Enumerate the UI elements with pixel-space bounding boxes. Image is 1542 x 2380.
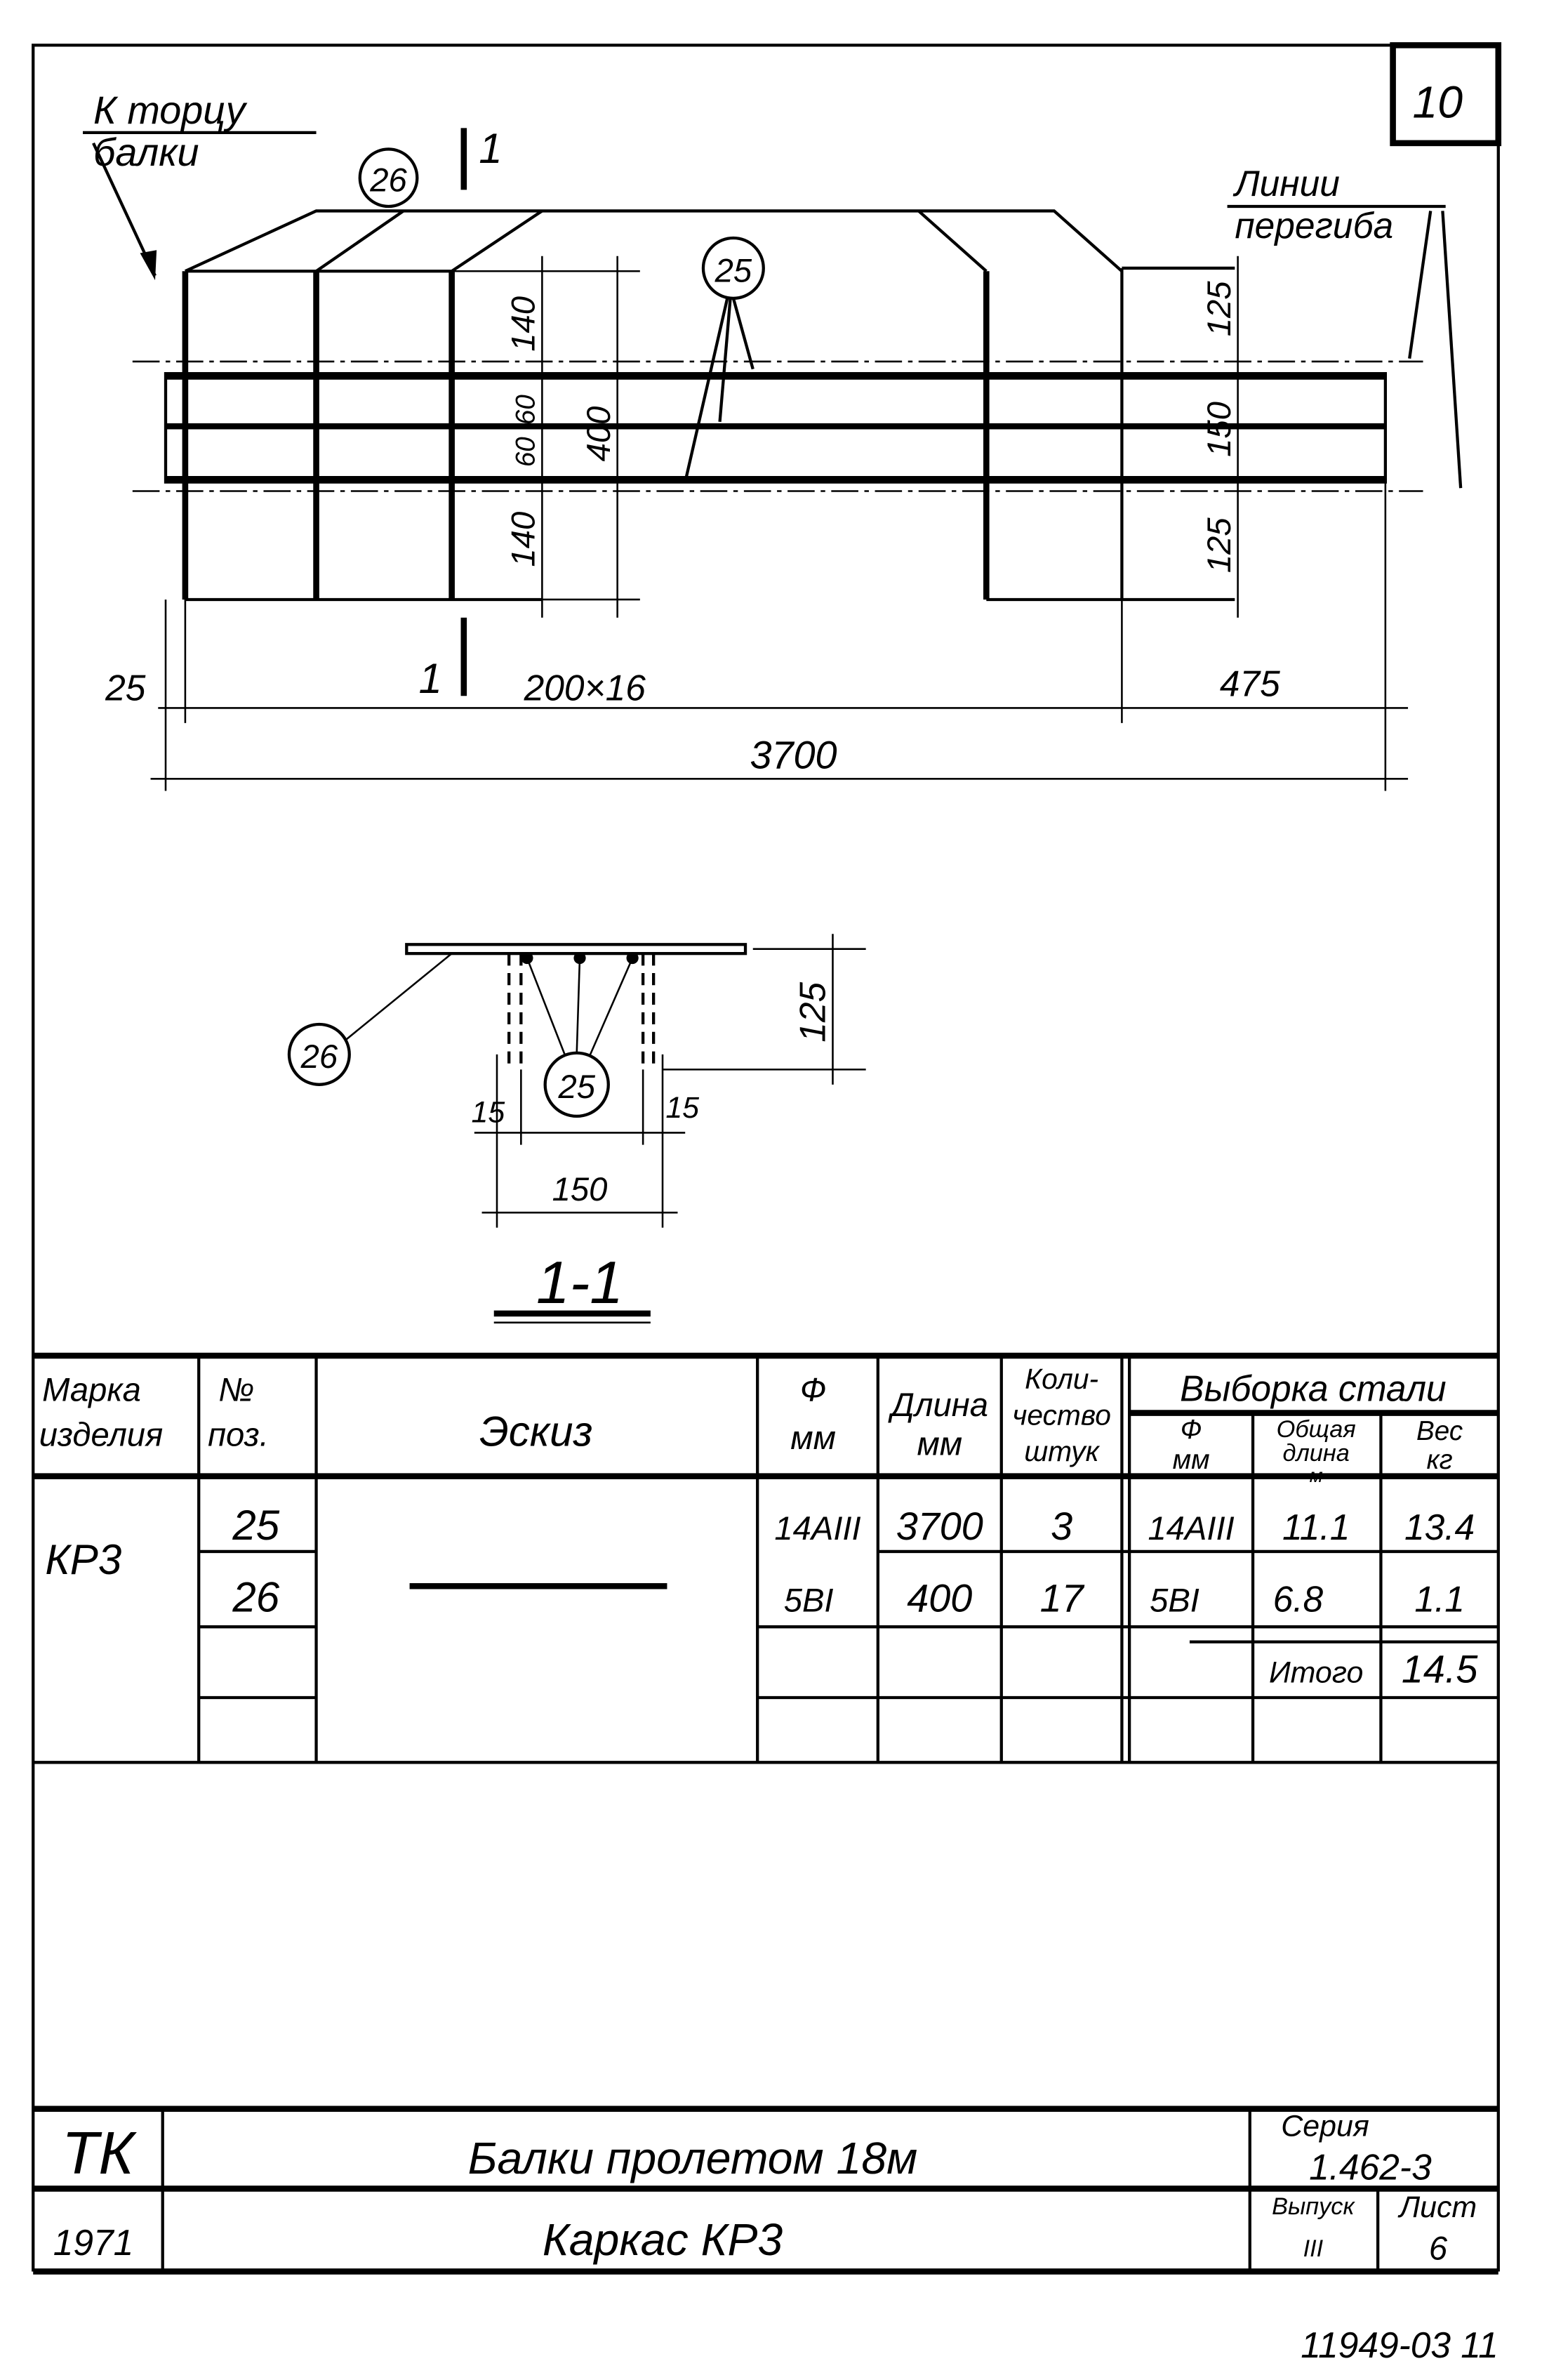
row-sel-weight: 13.4 [1404, 1507, 1475, 1547]
title-block: ТК 1971 Балки пролетом 18м Каркас КР3 Се… [33, 2105, 1498, 2275]
drawing-subtitle: Каркас КР3 [543, 2214, 783, 2265]
org-code: ТК [62, 2120, 137, 2187]
header-pos-1: № [218, 1371, 254, 1408]
header-dia-1: Ф [800, 1371, 827, 1408]
drawing-title: Балки пролетом 18м [468, 2133, 918, 2183]
dim-200x16: 200×16 [524, 668, 646, 708]
row-sel-weight: 1.1 [1414, 1579, 1465, 1620]
dim-125-top: 125 [1201, 281, 1238, 336]
header-sketch: Эскиз [479, 1408, 592, 1455]
section-mark-top: 1 [479, 125, 502, 172]
row-sel-len: 11.1 [1282, 1507, 1350, 1547]
row-qty: 3 [1051, 1505, 1072, 1548]
header-sel-weight-2: кг [1426, 1445, 1452, 1475]
row-length: 3700 [896, 1505, 983, 1548]
archive-number: 11949-03 11 [1301, 2325, 1498, 2365]
header-qty-3: штук [1024, 1435, 1100, 1467]
row-length: 400 [907, 1577, 972, 1620]
series-label: Серия [1281, 2109, 1369, 2143]
sheet-index: 6 [1429, 2230, 1448, 2267]
dim-150: 150 [1201, 402, 1238, 457]
dim-60-b: 60 [511, 437, 541, 467]
header-sel-len-3: м [1310, 1465, 1323, 1486]
note-bend-line1: Линии [1232, 163, 1340, 204]
series-number: 1.462-3 [1309, 2147, 1432, 2188]
row-pos: 25 [232, 1502, 279, 1549]
header-sel-weight-1: Вес [1416, 1416, 1463, 1446]
row-sel-len: 6.8 [1273, 1579, 1324, 1620]
header-sel-dia-2: мм [1173, 1445, 1210, 1475]
header-sel-dia-1: Ф [1181, 1415, 1202, 1445]
header-selection: Выборка стали [1180, 1368, 1446, 1408]
row-sel-dia: 5ВI [1150, 1582, 1199, 1620]
total-weight: 14.5 [1402, 1648, 1479, 1691]
header-length-2: мм [917, 1426, 962, 1463]
dim-60-a: 60 [511, 395, 541, 425]
section-title: 1-1 [536, 1249, 623, 1316]
specification-table: Марка изделия № поз. Эскиз Ф мм Длина мм… [33, 1352, 1498, 1764]
row-dia: 5ВI [784, 1582, 834, 1620]
dim-125-bottom: 125 [1201, 517, 1238, 573]
header-pos-2: поз. [208, 1417, 269, 1454]
section-mark-25: 25 [557, 1069, 595, 1106]
issue-label: Выпуск [1272, 2193, 1355, 2220]
note-end-line1: К торцу [93, 88, 248, 132]
table-row: 26 5ВI 400 17 5ВI 6.8 1.1 [232, 1574, 1465, 1621]
header-dia-2: мм [790, 1420, 836, 1457]
sheet-label: Лист [1397, 2190, 1477, 2224]
dim-400: 400 [580, 406, 618, 462]
header-sel-len-1: Общая [1277, 1416, 1356, 1443]
row-qty: 17 [1040, 1577, 1085, 1620]
header-qty-2: чество [1012, 1399, 1111, 1432]
sheet-number: 10 [1412, 77, 1463, 127]
year: 1971 [53, 2222, 134, 2263]
section-dim-150: 150 [552, 1171, 608, 1208]
sheet-frame [32, 42, 1502, 2272]
mark-25: 25 [714, 252, 752, 289]
issue-number: III [1303, 2235, 1324, 2262]
section-view: 25 26 125 15 15 150 1-1 [287, 934, 866, 1324]
note-bend-line2: перегиба [1235, 205, 1393, 246]
section-dim-125: 125 [792, 982, 833, 1043]
header-length-1: Длина [888, 1387, 988, 1424]
mark-26: 26 [369, 162, 407, 199]
header-sel-len-2: длина [1282, 1440, 1349, 1467]
table-row: 25 14АIII 3700 3 14АIII 11.1 13.4 [232, 1502, 1475, 1549]
row-dia: 14АIII [774, 1510, 860, 1547]
dim-140-top: 140 [505, 296, 543, 352]
dim-140-bottom: 140 [505, 512, 543, 567]
dim-475: 475 [1220, 663, 1280, 703]
header-mark-1: Марка [42, 1371, 141, 1408]
plan-view: К торцу балки 26 1 140 [83, 88, 1463, 791]
section-mark-26: 26 [300, 1038, 338, 1076]
header-qty-1: Коли- [1025, 1363, 1098, 1395]
row-pos: 26 [232, 1574, 279, 1621]
header-mark-2: изделия [39, 1417, 163, 1454]
section-dim-15-left: 15 [472, 1095, 505, 1129]
row-sel-dia: 14АIII [1148, 1510, 1234, 1547]
section-mark-bottom: 1 [418, 655, 441, 702]
section-dim-15-right: 15 [665, 1091, 699, 1125]
total-label: Итого [1269, 1656, 1363, 1690]
note-end-line2: балки [93, 131, 199, 174]
dim-25: 25 [105, 668, 146, 708]
dim-3700: 3700 [750, 733, 837, 776]
product-mark: КР3 [45, 1536, 121, 1583]
